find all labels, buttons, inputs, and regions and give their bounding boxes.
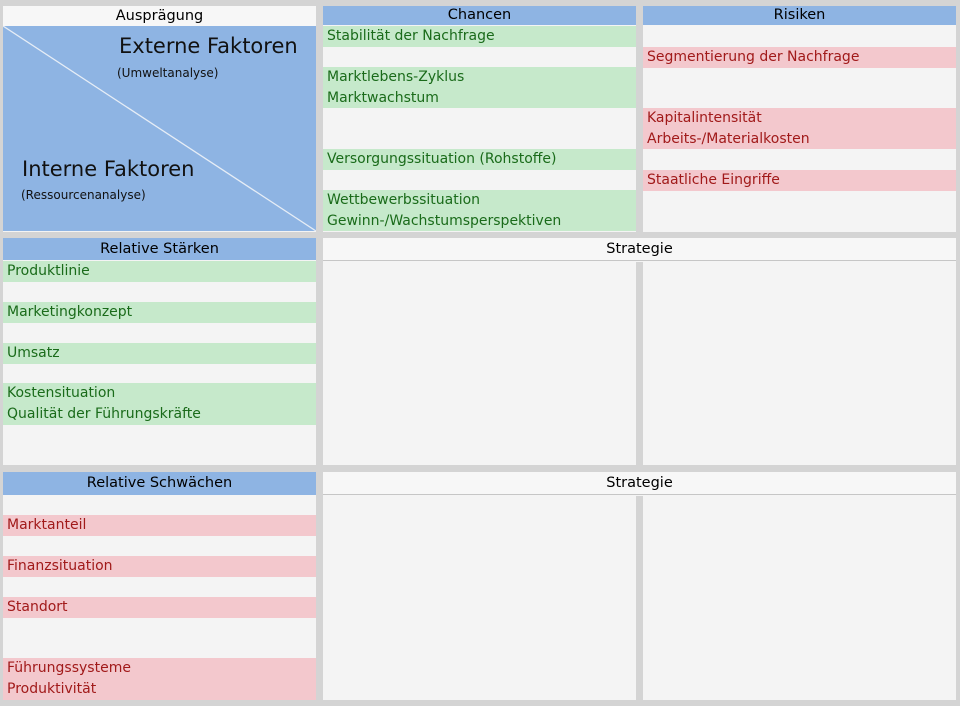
strategie-header-2: Strategie <box>323 472 956 495</box>
internal-factors-title: Interne Faktoren <box>22 157 195 181</box>
schwaechen-item: Marktanteil <box>3 515 316 536</box>
internal-factors-subtitle: (Ressourcenanalyse) <box>21 188 146 202</box>
chancen-item: Versorgungssituation (Rohstoffe) <box>323 149 636 170</box>
risiken-panel: Risiken Segmentierung der Nachfrage Kapi… <box>643 6 956 232</box>
strategie-divider-2 <box>636 496 643 700</box>
diagonal-line <box>3 26 316 231</box>
strategie-header-1: Strategie <box>323 238 956 261</box>
staerken-header: Relative Stärken <box>3 238 316 260</box>
chancen-item: Stabilität der Nachfrage <box>323 26 636 47</box>
risiken-item: Staatliche Eingriffe <box>643 170 956 191</box>
external-factors-subtitle: (Umweltanalyse) <box>117 66 219 80</box>
chancen-header: Chancen <box>323 6 636 25</box>
staerken-item: Marketingkonzept <box>3 302 316 323</box>
factor-diagonal-area: Externe Faktoren (Umweltanalyse) Interne… <box>3 26 316 231</box>
schwaechen-panel: Relative Schwächen Marktanteil Finanzsit… <box>3 472 316 700</box>
schwaechen-item: Standort <box>3 597 316 618</box>
schwaechen-header: Relative Schwächen <box>3 472 316 495</box>
strategie-panel-1: Strategie <box>323 238 956 465</box>
staerken-item: Produktlinie <box>3 261 316 282</box>
chancen-panel: Chancen Stabilität der Nachfrage Marktle… <box>323 6 636 232</box>
risiken-header: Risiken <box>643 6 956 25</box>
corner-header: Ausprägung <box>3 6 316 26</box>
strategie-divider-1 <box>636 262 643 465</box>
staerken-item: Umsatz <box>3 343 316 364</box>
schwaechen-item: Finanzsituation <box>3 556 316 577</box>
staerken-panel: Relative Stärken Produktlinie Marketingk… <box>3 238 316 465</box>
strategie-panel-2: Strategie <box>323 472 956 700</box>
risiken-item: Segmentierung der Nachfrage <box>643 47 956 68</box>
external-factors-title: Externe Faktoren <box>119 34 298 58</box>
